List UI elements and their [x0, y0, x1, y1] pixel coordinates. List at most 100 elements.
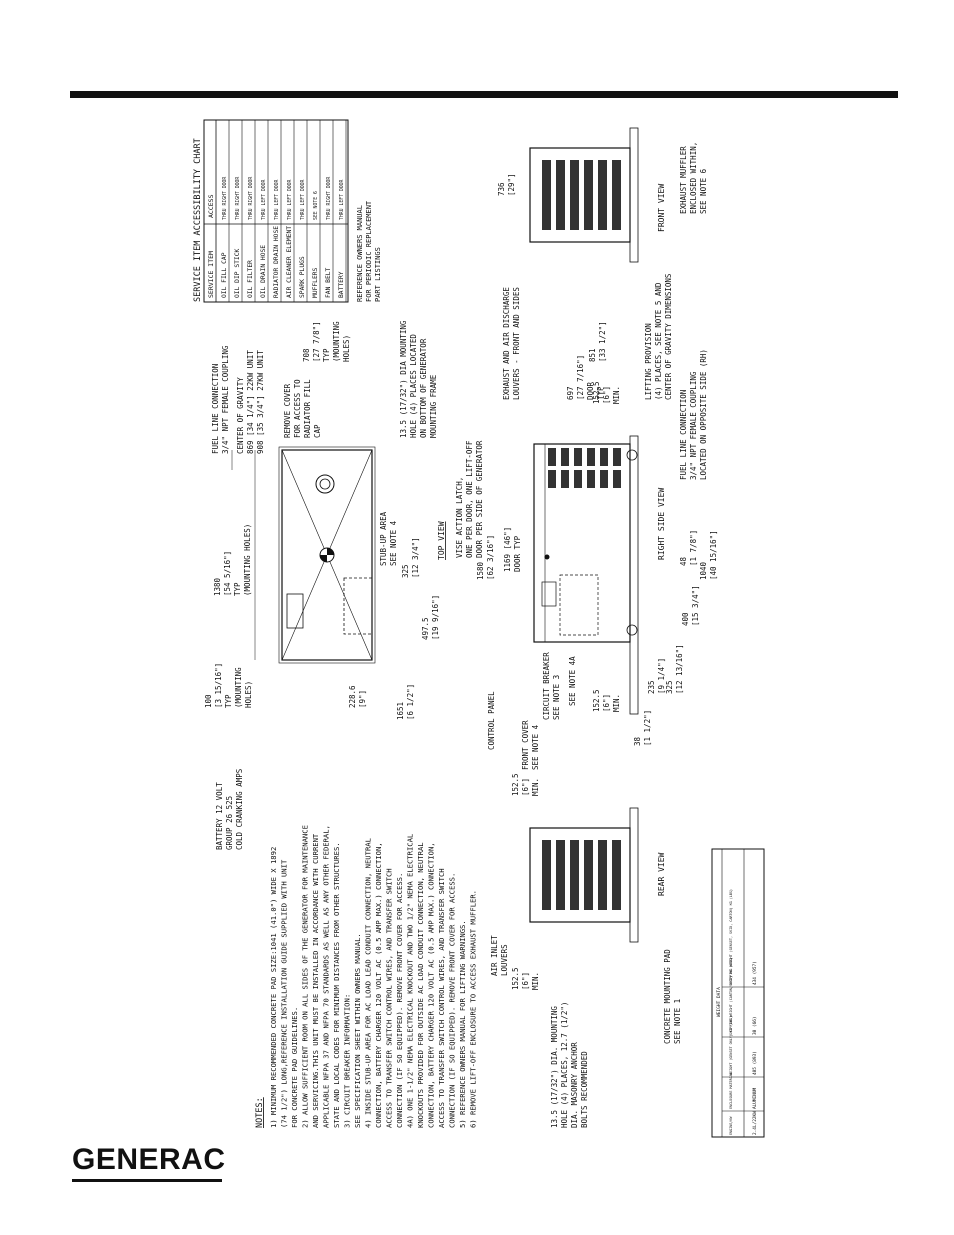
note-line: 2) ALLOW SUFFICIENT ROOM ON ALL SIDES OF… — [301, 825, 310, 1128]
breaker-label: CIRCUIT BREAKER — [542, 652, 551, 720]
dim-708: (MOUNTING — [332, 321, 341, 362]
front-cover-label: SEE NOTE 4 — [531, 724, 540, 770]
latch-label: DOOR PER SIDE OF GENERATOR — [475, 440, 484, 558]
latch-label: VISE ACTION LATCH, — [455, 477, 464, 558]
dim-228: 228.6 — [348, 685, 357, 708]
dim-697: DOOR — [586, 381, 595, 400]
dim-1380: (MOUNTING HOLES) — [243, 524, 252, 596]
weight-table-cell: 30 (66) — [752, 1016, 758, 1035]
service-item: SPARK PLUGS — [299, 256, 306, 298]
fuel-line-label: 3/4" NPT FEMALE COUPLING — [221, 345, 230, 454]
note-line: APPLICABLE NFPA 37 AND NFPA 70 STANDARDS… — [322, 825, 331, 1128]
notes-block: NOTES: 1) MINIMUM RECOMMENDED CONCRETE P… — [255, 825, 478, 1128]
dim-1651: 1651 — [396, 702, 405, 720]
dim-708: [27 7/8"] — [312, 321, 321, 362]
dim-325: 325 — [401, 564, 410, 578]
dim-708: 708 — [302, 348, 311, 362]
service-access: THRU LEFT DOOR — [339, 179, 345, 220]
louver-icon — [570, 840, 579, 910]
service-chart-frame — [203, 119, 349, 303]
logo-underline — [72, 1179, 222, 1182]
rear-mounting-label: HOLE (4) PLACES, 12.7 (1/2") — [560, 1002, 569, 1128]
battery-icon — [286, 593, 304, 629]
top-mounting-label: ON BOTTOM OF GENERATOR — [419, 338, 428, 438]
dim-1380: [54 5/16"] — [223, 551, 232, 596]
note-line: STATE AND LOCAL CODES FOR MINIMUM DISTAN… — [332, 842, 341, 1128]
logo-text: GENERAC — [72, 1143, 226, 1176]
dim-235: [9 1/4"] — [657, 658, 666, 694]
note-line: CONNECTION (IF SO EQUIPPED). REMOVE FRON… — [448, 873, 457, 1128]
dim-100: 100 — [204, 694, 213, 708]
lifting-label: (4) PLACES, SEE NOTE 5 AND — [654, 282, 663, 400]
dim-152-5: [6"] — [602, 694, 611, 712]
service-item: OIL FILTER — [247, 260, 254, 298]
fuel-line-label: FUEL LINE CONNECTION — [211, 364, 220, 454]
top-mounting-label: 13.5 (17/32") DIA MOUNTING — [399, 320, 408, 438]
service-access: THRU LEFT DOOR — [274, 179, 280, 220]
service-item: RADIATOR DRAIN HOSE — [273, 226, 280, 298]
dim-48: 48 — [679, 556, 688, 566]
note-line: (74 1/2") LONG,REFERENCE INSTALLATION GU… — [280, 859, 289, 1128]
control-panel-area — [559, 574, 599, 636]
note-line: 6) REMOVE LIFT-OFF ENCLOSURE TO ACCESS E… — [469, 890, 478, 1128]
dim-152-5: 152.5 — [511, 773, 520, 796]
dim-497: 497.5 — [421, 617, 430, 640]
muffler-label: SEE NOTE 6 — [699, 168, 708, 214]
fuel-side-label: 3/4" NPT FEMALE COUPLING — [689, 371, 698, 480]
dim-1169: DOOR TYP — [513, 535, 522, 572]
dim-152-5: 152.5 — [592, 381, 601, 404]
dim-1651: [6 1/2"] — [406, 684, 415, 720]
stub-up-label: SEE NOTE 4 — [389, 520, 398, 566]
stub-up-label: STUB-UP AREA — [379, 511, 388, 566]
note-line: 5) REFERENCE OWNERS MANUAL FOR LIFTING W… — [458, 920, 467, 1128]
service-access: THRU RIGHT DOOR — [222, 177, 228, 220]
dim-152-5: 152.5 — [592, 689, 601, 712]
dim-48: [1 7/8"] — [689, 530, 698, 566]
service-access: SEE NOTE 6 — [313, 191, 319, 220]
dim-1169: 1169 [46"] — [503, 527, 512, 572]
muffler-label: ENCLOSED WITHIN, — [689, 142, 698, 214]
service-item: OIL DRAIN HOSE — [260, 245, 267, 298]
lifting-label: LIFTING PROVISION — [644, 323, 653, 400]
dim-708: HOLES) — [342, 335, 351, 362]
muffler-label: EXHAUST MUFFLER — [679, 146, 688, 214]
note-line: CONNECTION (IF SO EQUIPPED). REMOVE FRON… — [395, 873, 404, 1128]
rear-view-title: REAR VIEW — [657, 852, 666, 896]
service-item: FAN BELT — [325, 267, 332, 298]
center-of-gravity-label: CENTER OF GRAVITY — [236, 377, 245, 454]
weight-table-cell: 2.4L/22KW — [752, 1111, 758, 1135]
dim-152-5: 152.5 — [511, 967, 520, 990]
circuit-breaker-icon — [541, 581, 557, 607]
louver-icon — [600, 470, 608, 488]
note-line: CONNECTION, BATTERY CHARGER 120 VOLT AC … — [427, 842, 436, 1128]
service-access: THRU LEFT DOOR — [287, 179, 293, 220]
service-chart-footer: REFERENCE OWNERS MANUAL — [356, 205, 364, 302]
service-chart-footer: PART LISTINGS — [374, 247, 382, 302]
service-access: THRU RIGHT DOOR — [235, 177, 241, 220]
louver-icon — [570, 160, 579, 230]
dim-736: 736 — [497, 182, 506, 196]
weight-table-header: WEIGHT (GENSET ONLY) KG (LBS) — [729, 1016, 733, 1075]
concrete-pad-label: SEE NOTE 1 — [673, 999, 682, 1044]
louver-icon — [587, 470, 595, 488]
radiator-label: CAP — [313, 424, 322, 438]
louver-icon — [556, 840, 565, 910]
battery-label: COLD CRANKING AMPS — [235, 768, 244, 850]
service-chart-title: SERVICE ITEM ACCESSIBILITY CHART — [193, 138, 203, 302]
dim-1040: 1040 — [699, 561, 708, 580]
weight-table-header: SHIPPING WEIGHT (GENSET, SKID, CARTON) K… — [729, 889, 733, 985]
note-line: AND SERVICING.THIS UNIT MUST BE INSTALLE… — [311, 833, 320, 1128]
dim-152-5: [6"] — [602, 386, 611, 404]
header-rule — [70, 91, 898, 98]
louver-icon — [612, 160, 621, 230]
top-mounting-label: MOUNTING FRAME — [429, 374, 438, 438]
latch-icon — [544, 554, 550, 560]
radiator-label: REMOVE COVER — [283, 383, 292, 438]
service-item: BATTERY — [338, 271, 345, 298]
louver-icon — [612, 840, 621, 910]
weight-table-header: ENCLOSURE MATERIAL — [729, 1072, 733, 1109]
dim-325-side: [12 13/16"] — [675, 644, 684, 694]
air-inlet-label: LOUVERS — [500, 944, 509, 976]
